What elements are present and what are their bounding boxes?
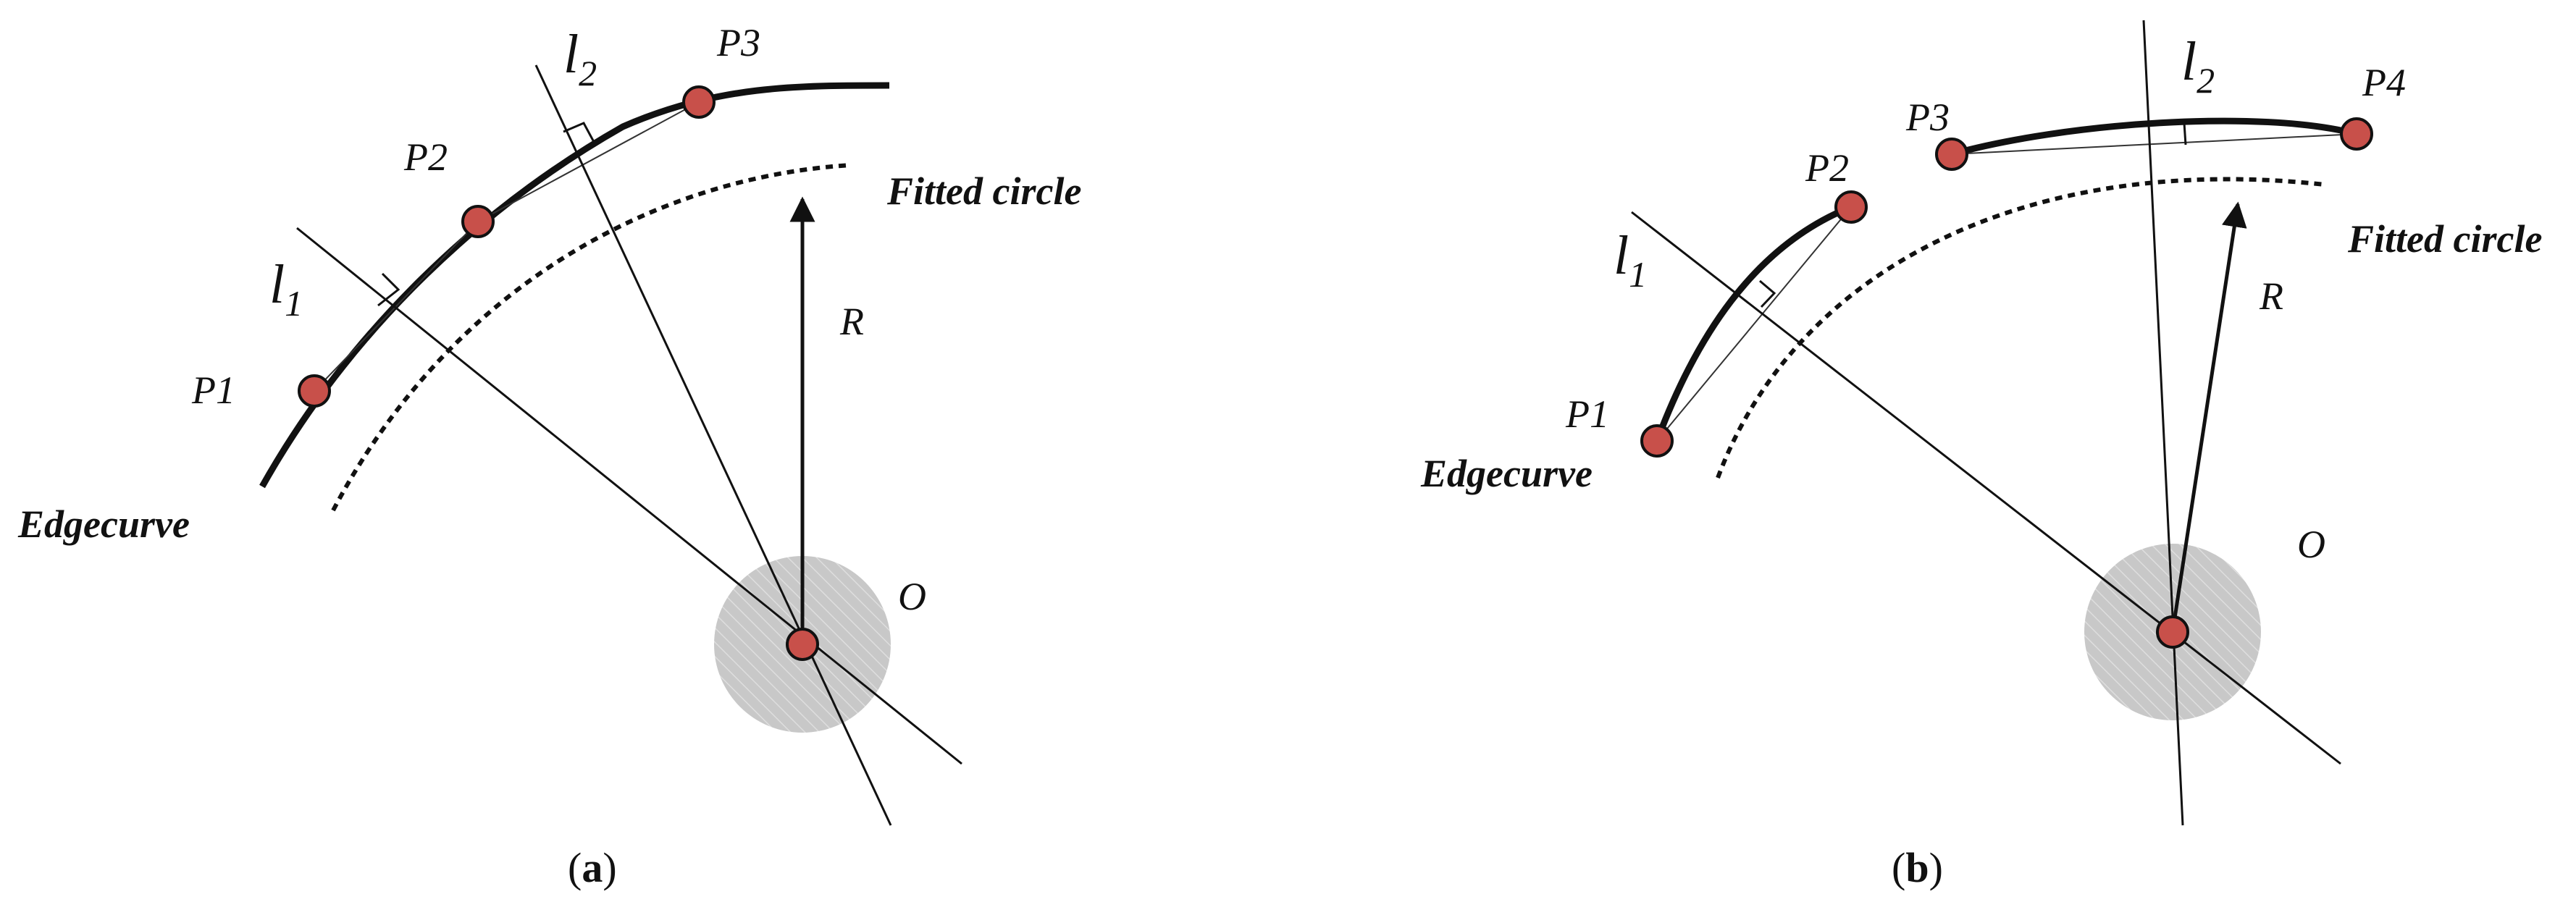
fitted-circle-arc-b — [1716, 177, 2325, 479]
radius-arrow-b — [2170, 201, 2247, 633]
caption-a: (a) — [568, 844, 617, 891]
label-l2-b: l2 — [2181, 31, 2215, 101]
label-p1-b: P1 — [1565, 392, 1609, 436]
point-p3-a — [682, 85, 716, 119]
edge-curve-segment-1-b — [1653, 203, 1853, 442]
label-p3-b: P3 — [1905, 96, 1950, 139]
label-r-a: R — [839, 300, 864, 343]
label-l1-b: l1 — [1614, 225, 1647, 295]
point-p1-a — [298, 374, 331, 408]
point-o-b — [2156, 615, 2189, 649]
chord-p1-p2-b — [1656, 206, 1852, 442]
right-angle-marker-l2-a — [563, 122, 595, 143]
caption-b: (b) — [1892, 844, 1943, 891]
point-p4-b — [2340, 117, 2373, 151]
label-l2-a: l2 — [563, 24, 597, 93]
right-angle-marker-l1-b — [1759, 279, 1776, 308]
chord-p2-p3-a — [477, 101, 700, 222]
label-fitted-circle-b: Fitted circle — [2347, 217, 2542, 261]
right-angle-marker-l1-a — [377, 272, 400, 307]
panel-b: l1 l2 P1 P2 P3 P4 Fitted circle Edgecurv… — [1420, 20, 2542, 891]
bisector-l1-b — [1631, 211, 2341, 765]
label-p3-a: P3 — [716, 21, 760, 64]
point-p1-b — [1640, 424, 1674, 458]
bisector-l1-a — [296, 227, 962, 765]
chord-p1-p2-a — [314, 221, 479, 392]
bisector-l2-a — [534, 64, 892, 826]
point-p2-a — [461, 205, 495, 238]
edge-curve-a — [259, 82, 890, 489]
label-p2-b: P2 — [1805, 146, 1849, 190]
label-edgecurve-a: Edgecurve — [17, 502, 190, 546]
label-p4-b: P4 — [2362, 61, 2406, 104]
label-fitted-circle-a: Fitted circle — [886, 169, 1081, 213]
edge-curve-segment-2-b — [1950, 117, 2358, 158]
label-r-b: R — [2259, 274, 2283, 318]
fitted-circle-arc-a — [331, 163, 852, 512]
point-p3-b — [1935, 138, 1968, 171]
bisector-l2-b — [2142, 20, 2184, 826]
right-angle-marker-l2-b — [2183, 122, 2187, 146]
label-o-b: O — [2297, 523, 2325, 566]
label-l1-a: l1 — [269, 254, 303, 324]
label-edgecurve-b: Edgecurve — [1420, 452, 1593, 495]
point-p2-b — [1834, 190, 1868, 224]
label-p2-a: P2 — [403, 135, 448, 179]
point-o-a — [786, 628, 819, 661]
label-p1-a: P1 — [191, 368, 235, 412]
panel-a: l1 l2 P1 P2 P3 Fitted circle Edgecurve R… — [17, 21, 1081, 891]
label-o-a: O — [898, 575, 926, 618]
chord-p3-p4-b — [1951, 133, 2357, 155]
